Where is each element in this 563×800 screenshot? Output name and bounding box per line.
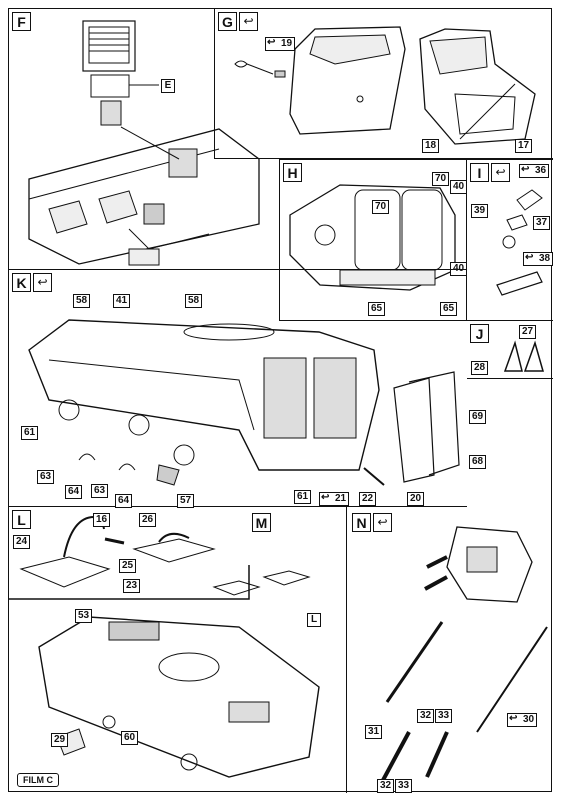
callout-20: 20 [407,492,425,506]
flip-arrow-icon: ↩ [491,163,510,182]
section-g-illustration [234,26,536,145]
callout-70a: 70 [372,200,390,214]
section-n: N ↩ 32 33 30 31 32 33 [347,507,553,793]
flip-arrow-icon: ↩ [373,513,392,532]
callout-32b: 32 [377,779,395,793]
section-i-illustration [496,189,543,296]
flip-arrow-icon: ↩ [33,273,52,292]
callout-60: 60 [121,731,139,745]
section-f-illustration [28,20,260,266]
callout-33a: 33 [435,709,453,723]
callout-61a: 61 [21,426,39,440]
section-letter-l: L [12,510,31,529]
section-k: K ↩ 58 41 58 69 68 61 61 63 64 63 64 57 [9,269,487,508]
callout-39: 39 [471,204,489,218]
callout-18: 18 [422,139,440,153]
callout-32a: 32 [417,709,435,723]
section-m-illustration [38,570,320,778]
film-label: FILM C [17,773,59,787]
section-letter-j: J [470,324,489,343]
callout-25: 25 [119,559,137,573]
flip-arrow-icon: ↩ [239,12,258,31]
section-letter-g: G [218,12,237,31]
section-m: M L 53 60 29 FILM C [9,507,347,793]
section-h: H 70 70 40 40 65 65 [279,159,468,321]
section-letter-k: K [12,273,31,292]
callout-22: 22 [359,492,377,506]
section-i: I ↩ 36 39 37 38 [467,159,554,321]
callout-31: 31 [365,725,383,739]
callout-64a: 64 [65,485,83,499]
section-letter-i: I [470,163,489,182]
section-letter-m: M [252,513,271,532]
callout-33b: 33 [395,779,413,793]
callout-65a: 65 [368,302,386,316]
section-g: G ↩ 19 18 17 [214,9,553,159]
section-f: F E [9,9,260,269]
section-k-illustration [28,319,460,486]
callout-19: 19 [265,37,296,51]
callout-27: 27 [519,325,537,339]
callout-68: 68 [469,455,487,469]
section-letter-n: N [352,513,371,532]
callout-24: 24 [13,535,31,549]
callout-29: 29 [51,733,69,747]
section-j: J 27 28 [467,321,553,379]
callout-69: 69 [469,410,487,424]
callout-16: 16 [93,513,111,527]
callout-l-ref: L [307,613,321,627]
callout-28: 28 [471,361,489,375]
callout-63b: 63 [91,484,109,498]
section-m-divider [9,565,250,600]
callout-61b: 61 [294,490,312,504]
callout-38: 38 [523,252,554,266]
callout-70b: 70 [432,172,450,186]
callout-40a: 40 [450,180,468,194]
callout-e: E [161,79,175,93]
callout-63a: 63 [37,470,55,484]
callout-21: 21 [319,492,350,506]
callout-58a: 58 [73,294,91,308]
section-j-illustration [503,340,544,372]
callout-37: 37 [533,216,551,230]
section-l: L 16 26 24 25 23 [9,507,249,599]
section-letter-h: H [283,163,302,182]
callout-64b: 64 [115,494,133,508]
section-n-illustration [380,526,548,783]
callout-57: 57 [177,494,195,508]
section-letter-f: F [12,12,31,31]
callout-30: 30 [507,713,538,727]
callout-36: 36 [519,164,550,178]
callout-23: 23 [123,579,141,593]
callout-41: 41 [113,294,131,308]
instruction-page: F E G ↩ [8,8,554,793]
callout-65b: 65 [440,302,458,316]
callout-58b: 58 [185,294,203,308]
callout-17: 17 [515,139,533,153]
callout-26: 26 [139,513,157,527]
callout-53: 53 [75,609,93,623]
